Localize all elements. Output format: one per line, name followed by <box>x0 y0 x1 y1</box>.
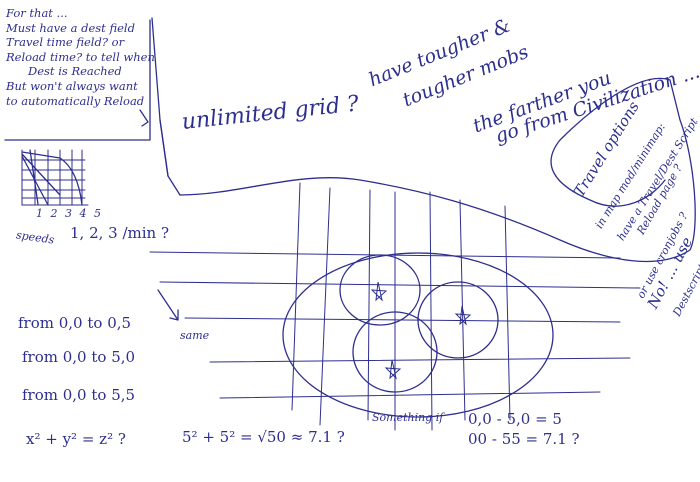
note-line: Travel time field? or <box>6 35 125 50</box>
route-5-5: from 0,0 to 5,5 <box>22 386 136 404</box>
star-3 <box>384 359 402 380</box>
speeds-values: 1, 2, 3 /min ? <box>70 224 170 242</box>
note-line: Dest is Reached <box>28 64 122 79</box>
graph-tick: 4 <box>79 207 87 220</box>
note-bracket <box>4 19 151 141</box>
region-circle-2 <box>417 281 499 359</box>
star-1 <box>370 281 388 302</box>
route-0-5: from 0,0 to 0,5 <box>18 314 132 332</box>
note-line: to automatically Reload <box>6 93 145 108</box>
graph-tick: 5 <box>94 207 101 220</box>
note-line: Must have a dest field <box>6 20 135 35</box>
pythagorean-equation: x² + y² = z² ? <box>26 430 126 448</box>
grid-vertical-lines <box>291 182 511 431</box>
grid-horizontal-lines <box>149 251 641 399</box>
world-ellipse <box>282 252 554 418</box>
route-5-0: from 0,0 to 5,0 <box>22 348 136 366</box>
travel-options-outline <box>179 77 696 263</box>
region-circle-1 <box>339 254 421 326</box>
note-arrow <box>139 109 149 127</box>
distance-line-2: 00 - 55 = 7.1 ? <box>468 430 580 448</box>
distance-line-1: 0,0 - 5,0 = 5 <box>468 410 562 428</box>
note-line: Reload time? to tell when <box>6 49 155 64</box>
note-line: But won't always want <box>6 78 138 93</box>
top-left-note: For that ... Must have a dest field Trav… <box>6 6 155 108</box>
graph-tick: 3 <box>65 207 72 220</box>
note-line: For that ... <box>6 6 68 20</box>
same-label: same <box>180 329 210 342</box>
same-bracket <box>157 289 179 321</box>
graph-tick-labels: 1 2 3 4 5 <box>36 208 101 219</box>
star-2 <box>454 305 472 326</box>
graph-tick: 2 <box>50 207 58 220</box>
something-if-note: Something if <box>372 411 444 424</box>
graph-tick: 1 <box>36 207 43 220</box>
region-circle-3 <box>352 311 438 393</box>
diagonal-distance-equation: 5² + 5² = √50 ≈ 7.1 ? <box>182 428 345 446</box>
mini-graph <box>21 149 89 206</box>
